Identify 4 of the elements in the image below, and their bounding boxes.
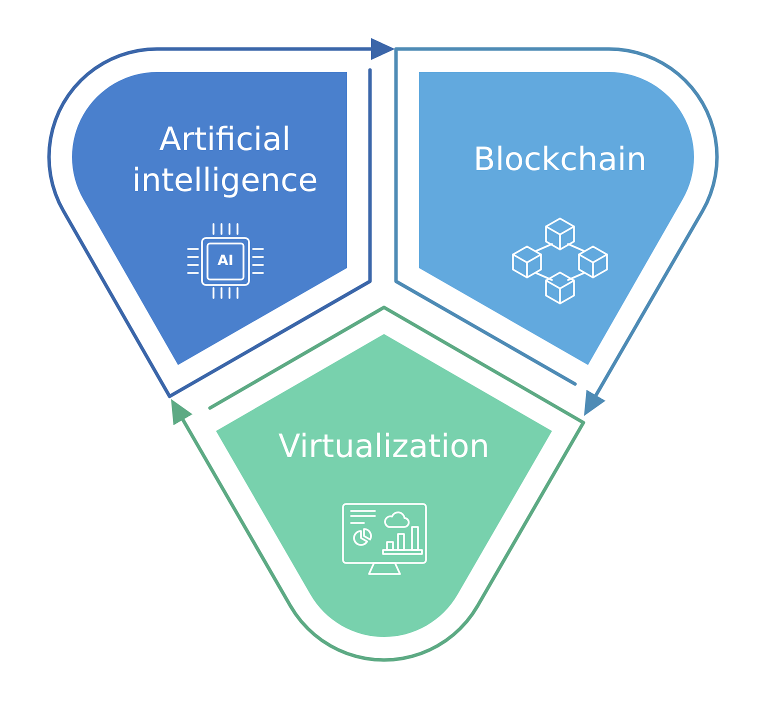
panel-title: Virtualization bbox=[278, 426, 490, 467]
panel-title: Artificial intelligence bbox=[131, 119, 319, 201]
panel-title: Blockchain bbox=[473, 139, 647, 180]
chip-label: AI bbox=[217, 253, 234, 269]
